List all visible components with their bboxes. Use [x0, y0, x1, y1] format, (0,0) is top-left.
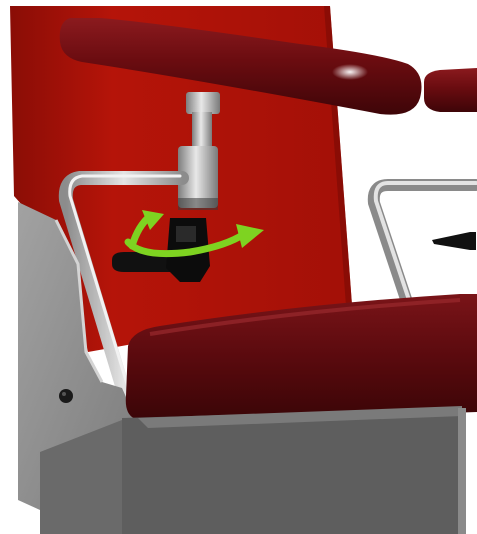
side-panel-bolt-highlight	[62, 392, 66, 396]
adjustment-knob	[176, 226, 196, 242]
base-panel-right-edge	[458, 408, 466, 534]
armrest-highlight	[332, 64, 368, 80]
side-panel-bolt	[59, 389, 73, 403]
right-armrest-pad	[424, 68, 477, 112]
armrest-post-collar-shadow	[178, 198, 218, 210]
armrest-post-neck	[192, 112, 212, 146]
armrest-post-top	[186, 92, 220, 114]
